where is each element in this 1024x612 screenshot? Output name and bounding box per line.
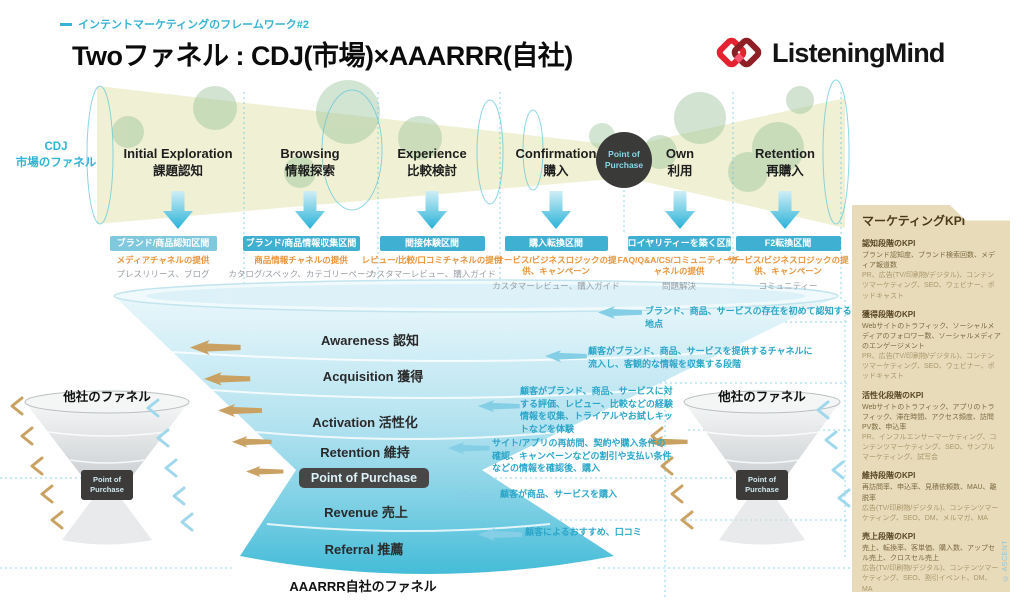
zone-f2-conversion: F2転換区間 サービス/ビジネスロジックの提供、キャンペーン コミュニティー bbox=[727, 236, 849, 291]
other-funnel-label-left: 他社のファネル bbox=[63, 390, 151, 404]
cdj-funnel-label: CDJ 市場のファネル bbox=[15, 141, 97, 169]
listeningmind-logo: ListeningMind bbox=[714, 33, 945, 73]
zone-purchase-conversion: 購入転換区間 サービス/ビジネスロジックの提供、キャンペーン カスタマーレビュー… bbox=[492, 236, 620, 291]
funnel-stage-referral: Referral 推薦 bbox=[324, 542, 404, 557]
other-funnel-left bbox=[24, 390, 190, 545]
annotation-activation: 顧客がブランド、商品、サービスに対する評価、レビュー、比較などの経験情報を収集、… bbox=[520, 386, 673, 434]
funnel-stage-acquisition: Acquisition 獲得 bbox=[322, 369, 424, 384]
pop-badge-right: Point of Purchase bbox=[736, 470, 788, 500]
annotation-acquisition: 顧客がブランド、商品、サービスを提供するチャネルに流入し、客観的な情報を収集する… bbox=[588, 346, 813, 369]
funnel-stage-awareness: Awareness 認知 bbox=[320, 333, 420, 348]
funnel-stage-revenue: Revenue 売上 bbox=[324, 505, 408, 520]
kpi-panel-title: マーケティングKPI bbox=[862, 214, 966, 228]
zone-info-collection: ブランド/商品情報収集区間 商品情報チャネルの提供 カタログ/スペック、カテゴリ… bbox=[228, 236, 374, 280]
company-funnel-shape bbox=[113, 279, 839, 574]
stage-confirmation: Confirmation 購入 bbox=[515, 146, 597, 178]
copyright-text: © ASCENT bbox=[1002, 540, 1009, 581]
stage-experience: Experience 比較検討 bbox=[397, 146, 467, 178]
listeningmind-logo-icon bbox=[716, 37, 762, 68]
annotation-revenue: 顧客が商品、サービスを購入 bbox=[500, 489, 618, 499]
logo-text: ListeningMind bbox=[772, 37, 945, 68]
kpi-section-revenue: 売上段階のKPI 売上、転換率、客単価、購入数、アップセル売上、クロスセル売上 … bbox=[862, 531, 999, 593]
annotation-awareness: ブランド、商品、サービスの存在を初めて認知する地点 bbox=[645, 306, 852, 329]
beam-ellipses bbox=[86, 79, 850, 225]
zone-loyalty: ロイヤリティーを築く区間 FAQ/Q&A/CS/コミュニティーチャネルの提供 問… bbox=[617, 236, 741, 291]
eyebrow-text: インテントマーケティングのフレームワーク#2 bbox=[78, 19, 310, 31]
pop-badge-left: Point of Purchase bbox=[81, 470, 133, 500]
annotation-referral: 顧客によるおすすめ、口コミ bbox=[525, 527, 642, 537]
zone-indirect-experience: 間接体験区間 レビュー/比較/口コミチャネルの提供 カスタマーレビュー、購入ガイ… bbox=[361, 236, 503, 280]
kpi-section-awareness: 認知段階のKPI ブランド認知度、ブランド検索回数、メディア報道数 PR、広告(… bbox=[862, 239, 995, 300]
kpi-section-retention: 維持段階のKPI 再訪問率、申込率、見積依頼数、MAU、離脱率 広告(TV/印刷… bbox=[862, 471, 999, 522]
marketing-kpi-panel: マーケティングKPI 認知段階のKPI ブランド認知度、ブランド検索回数、メディ… bbox=[852, 205, 1010, 592]
point-of-purchase-circle: Point of Purchase bbox=[596, 132, 652, 188]
kpi-section-acquisition: 獲得段階のKPI Webサイトのトラフィック、ソーシャルメディアのフォロワー数、… bbox=[862, 309, 1001, 381]
other-funnel-label-right: 他社のファネル bbox=[718, 390, 806, 404]
stage-own: Own 利用 bbox=[665, 146, 695, 178]
kpi-section-activation: 活性化段階のKPI Webサイトのトラフィック、アプリのトラフィック、滞在時間、… bbox=[862, 390, 997, 462]
funnel-stage-retention: Retention 維持 bbox=[320, 445, 410, 460]
stage-retention: Retention 再購入 bbox=[755, 146, 815, 178]
stage-initial-exploration: Initial Exploration 課題認知 bbox=[123, 146, 233, 178]
eyebrow: インテントマーケティングのフレームワーク#2 bbox=[60, 16, 309, 32]
point-of-purchase-bar: Point of Purchase bbox=[299, 468, 429, 488]
zone-brand-awareness: ブランド/商品認知区間 メディアチャネルの提供 プレスリリース、ブログ bbox=[98, 236, 228, 281]
eyebrow-dash-icon bbox=[60, 22, 72, 26]
stage-browsing: Browsing 情報探索 bbox=[280, 146, 340, 178]
company-funnel-bottom-label: AAARRR自社のファネル bbox=[289, 579, 437, 594]
other-funnel-right bbox=[683, 390, 841, 545]
page-title: Twoファネル : CDJ(市場)×AAARRR(自社) bbox=[72, 41, 573, 71]
annotation-retention: サイト/アプリの再訪問、契約や購入条件の確認、キャンペーンなどの割引や支払い条件… bbox=[492, 438, 672, 474]
funnel-stage-activation: Activation 活性化 bbox=[312, 415, 418, 430]
